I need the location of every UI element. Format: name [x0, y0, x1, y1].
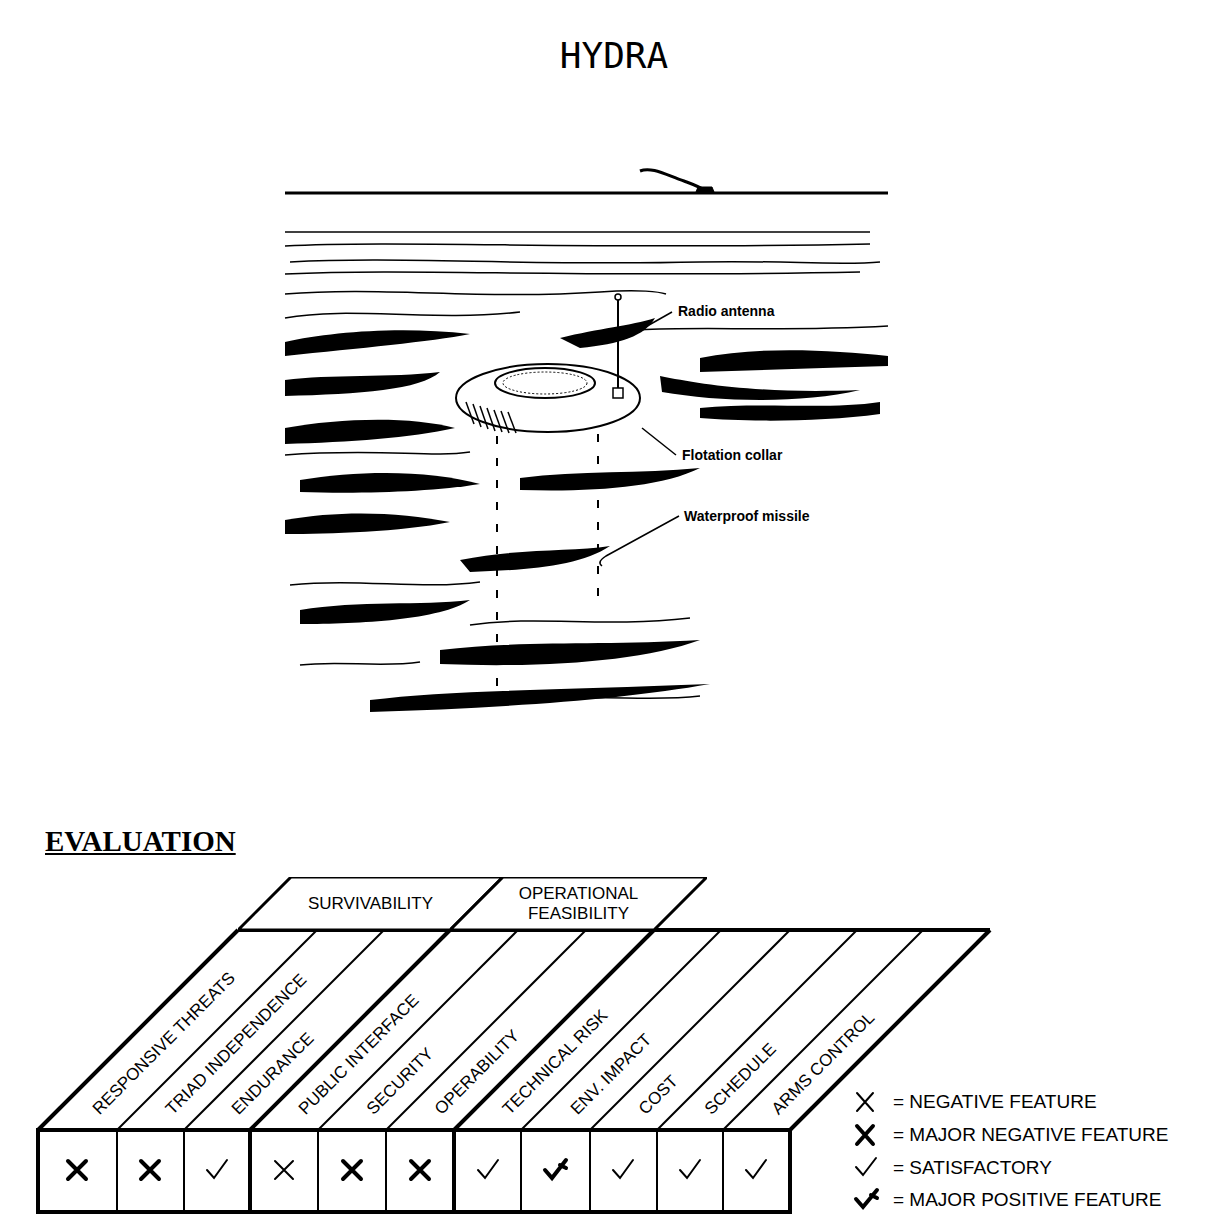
- major-negative-mark: [857, 1126, 873, 1144]
- waterproof-missile: [497, 434, 598, 690]
- radio-antenna: [617, 298, 619, 398]
- evaluation-table: [38, 930, 990, 1212]
- wave-lines: [285, 232, 888, 700]
- negative-mark: [857, 1093, 873, 1111]
- satisfactory-mark: [478, 1160, 498, 1178]
- callout-label: Waterproof missile: [682, 507, 812, 525]
- horizon-line: [285, 192, 888, 195]
- legend-symbols: [856, 1093, 877, 1207]
- leader-lines: [600, 312, 679, 566]
- hatch-cover: [495, 368, 595, 398]
- wave-shadows: [285, 318, 888, 712]
- page-title: HYDRA: [0, 36, 1228, 76]
- buoy: [456, 294, 640, 433]
- satisfactory-mark: [680, 1160, 700, 1178]
- collar-hatching: [466, 402, 516, 433]
- leader-line: [626, 312, 672, 338]
- major-negative-mark: [68, 1161, 86, 1179]
- leader-line: [642, 428, 676, 455]
- column-header: ARMS CONTROL: [767, 1008, 878, 1119]
- satisfactory-mark: [856, 1158, 876, 1175]
- legend-entry: = MAJOR NEGATIVE FEATURE: [893, 1123, 1168, 1147]
- satisfactory-mark: [613, 1160, 633, 1178]
- legend-entry: = NEGATIVE FEATURE: [893, 1090, 1097, 1114]
- column-header: SCHEDULE: [701, 1039, 781, 1119]
- cover-rim: [503, 372, 587, 394]
- major-negative-mark: [411, 1161, 429, 1179]
- group-header-text: OPERATIONAL FEASIBILITY: [499, 884, 659, 924]
- major-negative-mark: [141, 1161, 159, 1179]
- legend-entry: = MAJOR POSITIVE FEATURE: [893, 1188, 1161, 1212]
- ship-smoke: [640, 170, 704, 190]
- major-negative-mark: [343, 1161, 361, 1179]
- rating-symbols: [68, 1160, 766, 1179]
- group-header-shape: [450, 877, 707, 930]
- callout-label: Radio antenna: [676, 302, 776, 320]
- column-header: SECURITY: [363, 1044, 438, 1119]
- major-positive-mark: [856, 1190, 877, 1207]
- callout-label: Flotation collar: [680, 446, 784, 464]
- ship-hull: [696, 187, 714, 192]
- antenna-tip: [615, 294, 621, 300]
- satisfactory-mark: [746, 1160, 766, 1178]
- leader-line: [600, 516, 679, 566]
- satisfactory-mark: [207, 1160, 227, 1178]
- antenna-base: [613, 388, 623, 398]
- group-header-text: SURVIVABILITY: [308, 894, 433, 914]
- column-dividers: [38, 930, 990, 1212]
- column-header: PUBLIC INTERFACE: [295, 991, 423, 1119]
- section-heading: EVALUATION: [45, 824, 236, 858]
- legend-entry: = SATISFACTORY: [893, 1156, 1052, 1180]
- sea-sketch: [285, 170, 888, 712]
- negative-mark: [275, 1161, 293, 1179]
- flotation-collar: [456, 364, 640, 432]
- group-header: OPERATIONAL FEASIBILITY: [450, 877, 707, 930]
- table-row: [38, 1130, 790, 1212]
- major-positive-mark: [545, 1160, 566, 1178]
